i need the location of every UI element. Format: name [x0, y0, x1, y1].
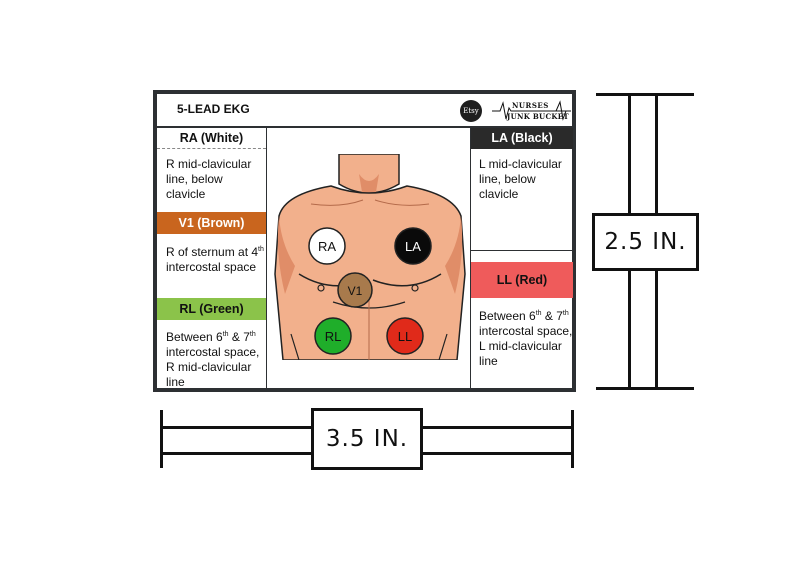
- v1-electrode: V1: [337, 272, 373, 308]
- ra-electrode: RA: [308, 227, 346, 265]
- etsy-logo: Etsy: [460, 100, 482, 122]
- ra-label: RA (White): [157, 128, 266, 149]
- height-top-cap: [596, 93, 694, 96]
- height-bottom-cap: [596, 387, 694, 390]
- header-rule: [157, 126, 572, 128]
- ll-electrode: LL: [386, 317, 424, 355]
- rl-label: RL (Green): [157, 298, 266, 320]
- right-column: LA (Black) L mid-clavicular line, below …: [470, 128, 573, 392]
- rl-description: Between 6th & 7th intercostal space, R m…: [166, 330, 260, 389]
- left-column-border: [266, 128, 267, 392]
- torso-illustration: RA LA V1 RL LL: [274, 154, 466, 360]
- height-label: 2.5 IN.: [592, 213, 699, 271]
- ekg-card: 5-LEAD EKG Etsy NURSES JUNK BUCKET RA (W…: [153, 90, 576, 392]
- v1-description: R of sternum at 4th intercostal space: [166, 245, 264, 274]
- nurses-junk-bucket-logo: NURSES JUNK BUCKET: [490, 99, 572, 125]
- logo-line2: JUNK BUCKET: [507, 112, 569, 121]
- svg-text:LL: LL: [398, 329, 412, 344]
- v1-label: V1 (Brown): [157, 212, 266, 234]
- la-description: L mid-clavicular line, below clavicle: [479, 157, 562, 201]
- right-divider: [471, 250, 573, 251]
- heartbeat-icon: [492, 100, 571, 121]
- width-right-cap: [571, 410, 574, 468]
- svg-text:RA: RA: [318, 239, 336, 254]
- rl-electrode: RL: [314, 317, 352, 355]
- width-label: 3.5 IN.: [311, 408, 423, 470]
- la-label: LA (Black): [471, 128, 573, 149]
- ra-description: R mid-clavicular line, below clavicle: [166, 157, 252, 201]
- svg-text:RL: RL: [325, 329, 342, 344]
- la-electrode: LA: [394, 227, 432, 265]
- logo-line1: NURSES: [512, 101, 549, 110]
- card-title: 5-LEAD EKG: [177, 102, 250, 116]
- svg-text:LA: LA: [405, 239, 421, 254]
- ll-description: Between 6th & 7th intercostal space, L m…: [479, 309, 573, 368]
- svg-text:V1: V1: [348, 284, 363, 298]
- left-column: RA (White) R mid-clavicular line, below …: [157, 128, 266, 392]
- width-left-cap: [160, 410, 163, 468]
- ll-label: LL (Red): [471, 262, 573, 298]
